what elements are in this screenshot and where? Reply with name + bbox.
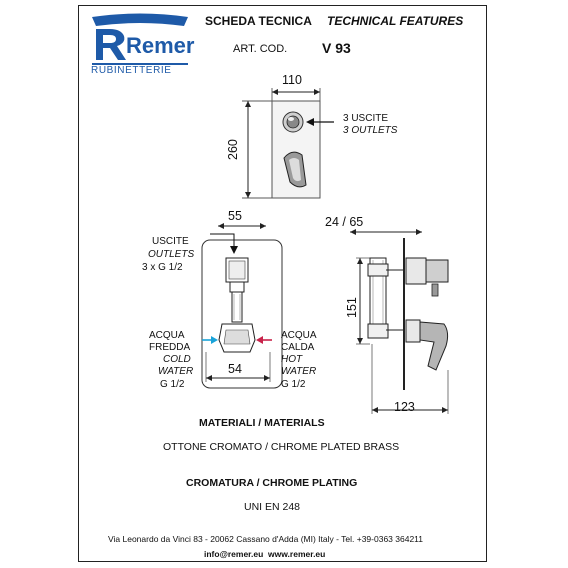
plating-value: UNI EN 248 (244, 501, 301, 513)
rear-bottom-width-dim: 54 (228, 362, 242, 376)
rear-outlets-en-label: OUTLETS (148, 249, 195, 260)
side-depth-dim: 24 / 65 (325, 215, 364, 229)
front-width-dim: 110 (282, 73, 302, 87)
sheet-frame (78, 5, 487, 562)
cold-it-2: FREDDA (149, 342, 191, 353)
brand-name: Remer (126, 33, 195, 58)
rear-top-width-dim: 55 (228, 209, 242, 223)
rear-view-drawing (201, 223, 283, 389)
art-code-label: ART. COD. (233, 43, 288, 55)
hot-en-1: HOT (281, 354, 303, 365)
side-length-dim: 123 (394, 400, 415, 414)
hot-it-2: CALDA (281, 342, 315, 353)
outlets-en-label: 3 OUTLETS (343, 125, 398, 136)
hot-it-1: ACQUA (281, 330, 317, 341)
front-view-drawing (242, 88, 334, 199)
outlets-it-label: 3 USCITE (343, 113, 389, 124)
footer-contacts: info@remer.eu www.remer.eu (204, 549, 326, 559)
cold-en-2: WATER (158, 366, 194, 377)
title-italian: SCHEDA TECNICA (205, 14, 312, 28)
side-height-dim: 151 (345, 297, 359, 318)
rear-outlets-size: 3 x G 1/2 (142, 262, 183, 273)
rear-outlets-it-label: USCITE (152, 236, 189, 247)
cold-size: G 1/2 (160, 379, 185, 390)
footer-address: Via Leonardo da Vinci 83 - 20062 Cassano… (108, 534, 423, 544)
hot-size: G 1/2 (281, 379, 306, 390)
front-height-dim: 260 (226, 139, 240, 160)
plating-title: CROMATURA / CHROME PLATING (186, 477, 358, 489)
materials-value: OTTONE CROMATO / CHROME PLATED BRASS (163, 441, 400, 453)
side-view-drawing (350, 229, 449, 414)
cold-en-1: COLD (163, 354, 191, 365)
remer-logo (92, 13, 188, 65)
cold-it-1: ACQUA (149, 330, 185, 341)
title-english: TECHNICAL FEATURES (327, 14, 464, 28)
art-code-value: V 93 (322, 40, 351, 56)
hot-en-2: WATER (281, 366, 317, 377)
materials-title: MATERIALI / MATERIALS (199, 417, 325, 429)
brand-subtitle: RUBINETTERIE (91, 65, 172, 76)
